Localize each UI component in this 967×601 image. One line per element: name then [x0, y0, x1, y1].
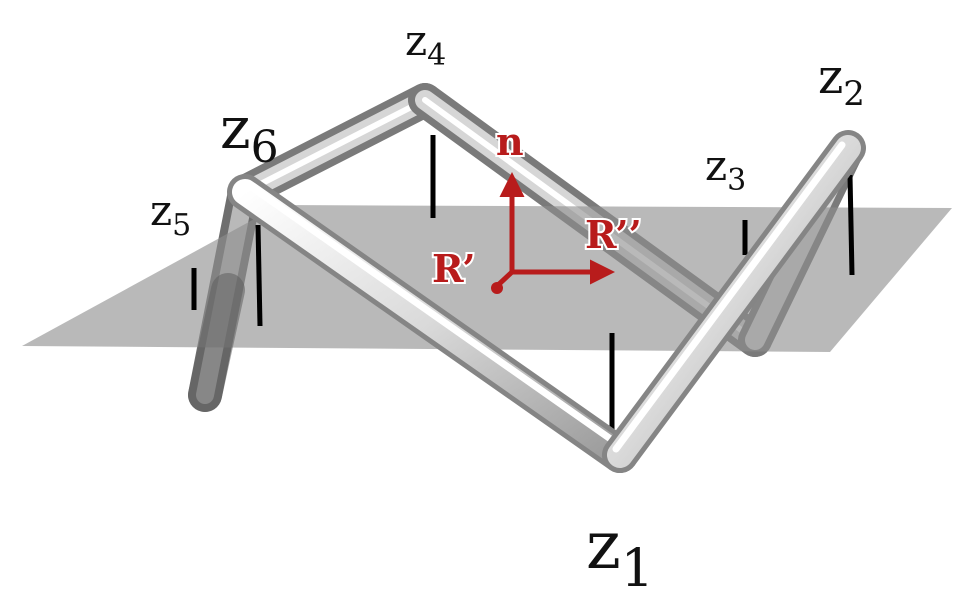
displacement-sticks [191, 135, 855, 435]
stick-z2 [847, 174, 855, 276]
label-z6: z6 [220, 94, 279, 173]
label-z4: z4 [405, 16, 446, 73]
label-z2: z2 [818, 49, 865, 114]
reference-frame [491, 172, 615, 294]
origin-dot [491, 282, 503, 294]
label-r-prime: R’ [432, 246, 475, 291]
label-n: n [496, 119, 524, 164]
label-z5: z5 [150, 186, 191, 243]
stick-z6 [255, 224, 263, 327]
label-z3: z3 [705, 141, 746, 198]
label-z1: z1 [586, 507, 654, 599]
label-r-double-prime: R’’ [585, 212, 642, 257]
front-tube-segments [188, 130, 866, 473]
